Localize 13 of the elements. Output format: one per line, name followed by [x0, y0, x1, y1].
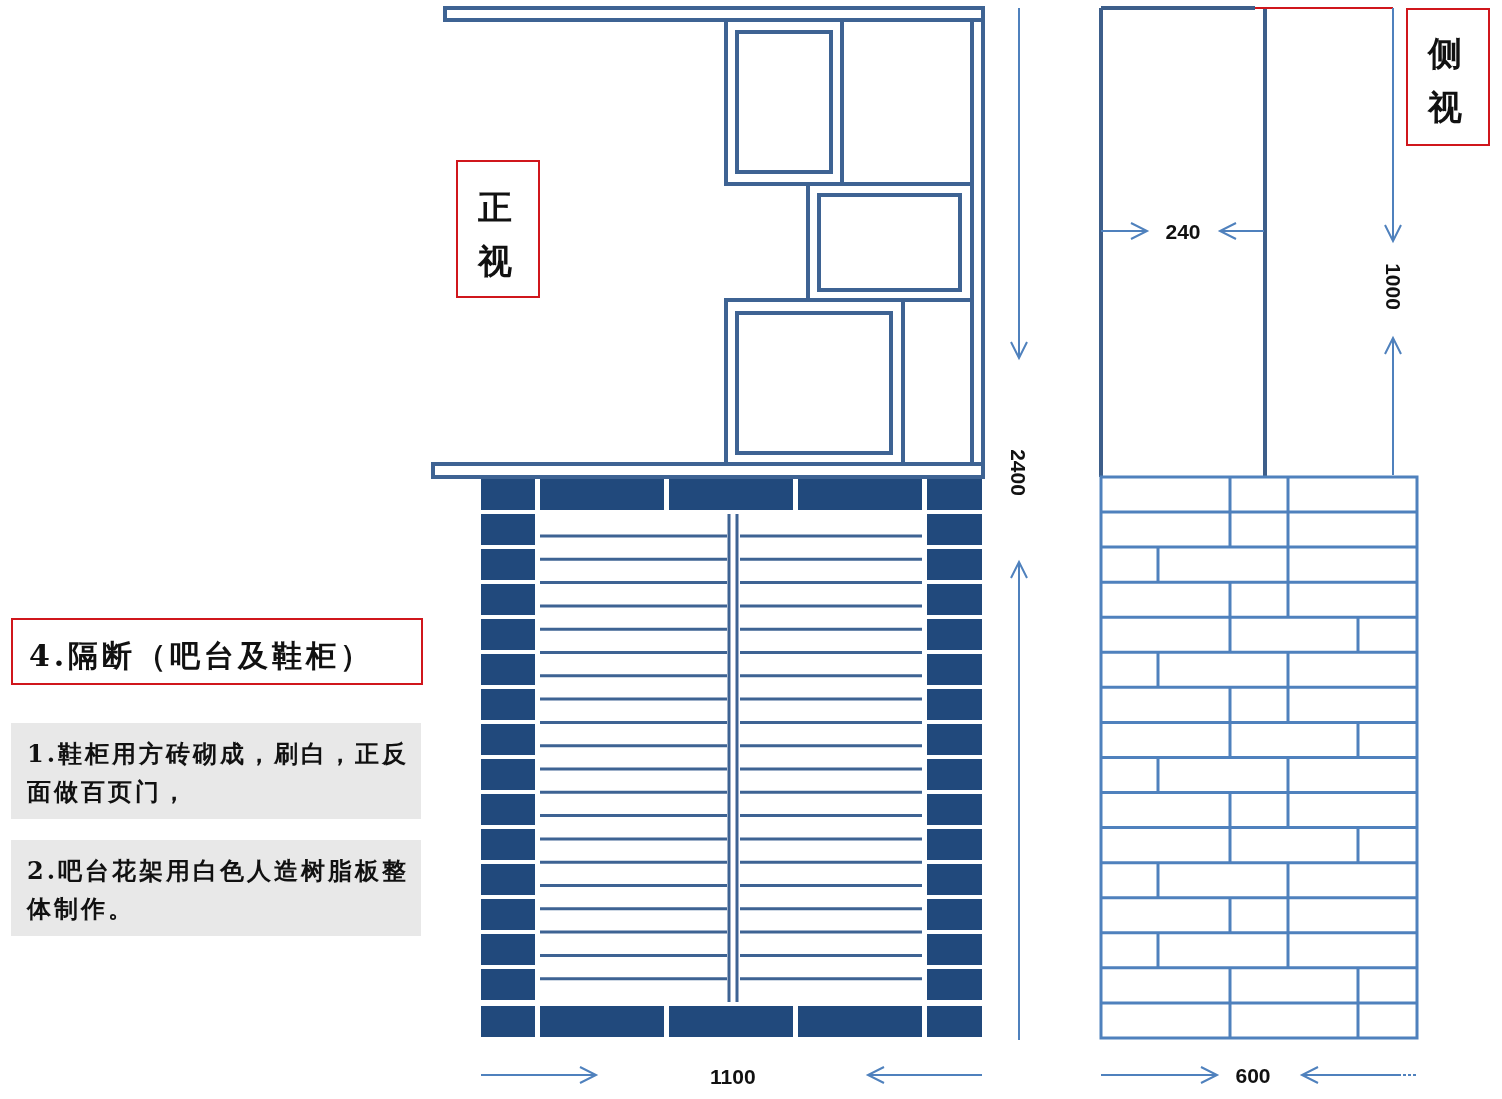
section-title: 4.隔断（吧台及鞋柜） — [29, 637, 376, 675]
dimension-value: 600 — [1235, 1064, 1271, 1086]
note-text: 1.鞋柜用方砖砌成，刷白，正反面做百页门， — [27, 738, 411, 809]
dimension-value: 240 — [1165, 220, 1201, 242]
view-label: 侧视 — [1428, 32, 1462, 130]
dimension-value: 1000 — [1382, 262, 1404, 310]
dimension-value: 2400 — [1007, 448, 1029, 496]
note-text: 2.吧台花架用白色人造树脂板整体制作。 — [27, 855, 411, 926]
label-frame — [1406, 8, 1490, 146]
label-frame — [456, 160, 540, 298]
dimension-value: 1100 — [710, 1065, 756, 1087]
label-frame — [11, 618, 423, 685]
view-label: 正视 — [478, 186, 512, 284]
